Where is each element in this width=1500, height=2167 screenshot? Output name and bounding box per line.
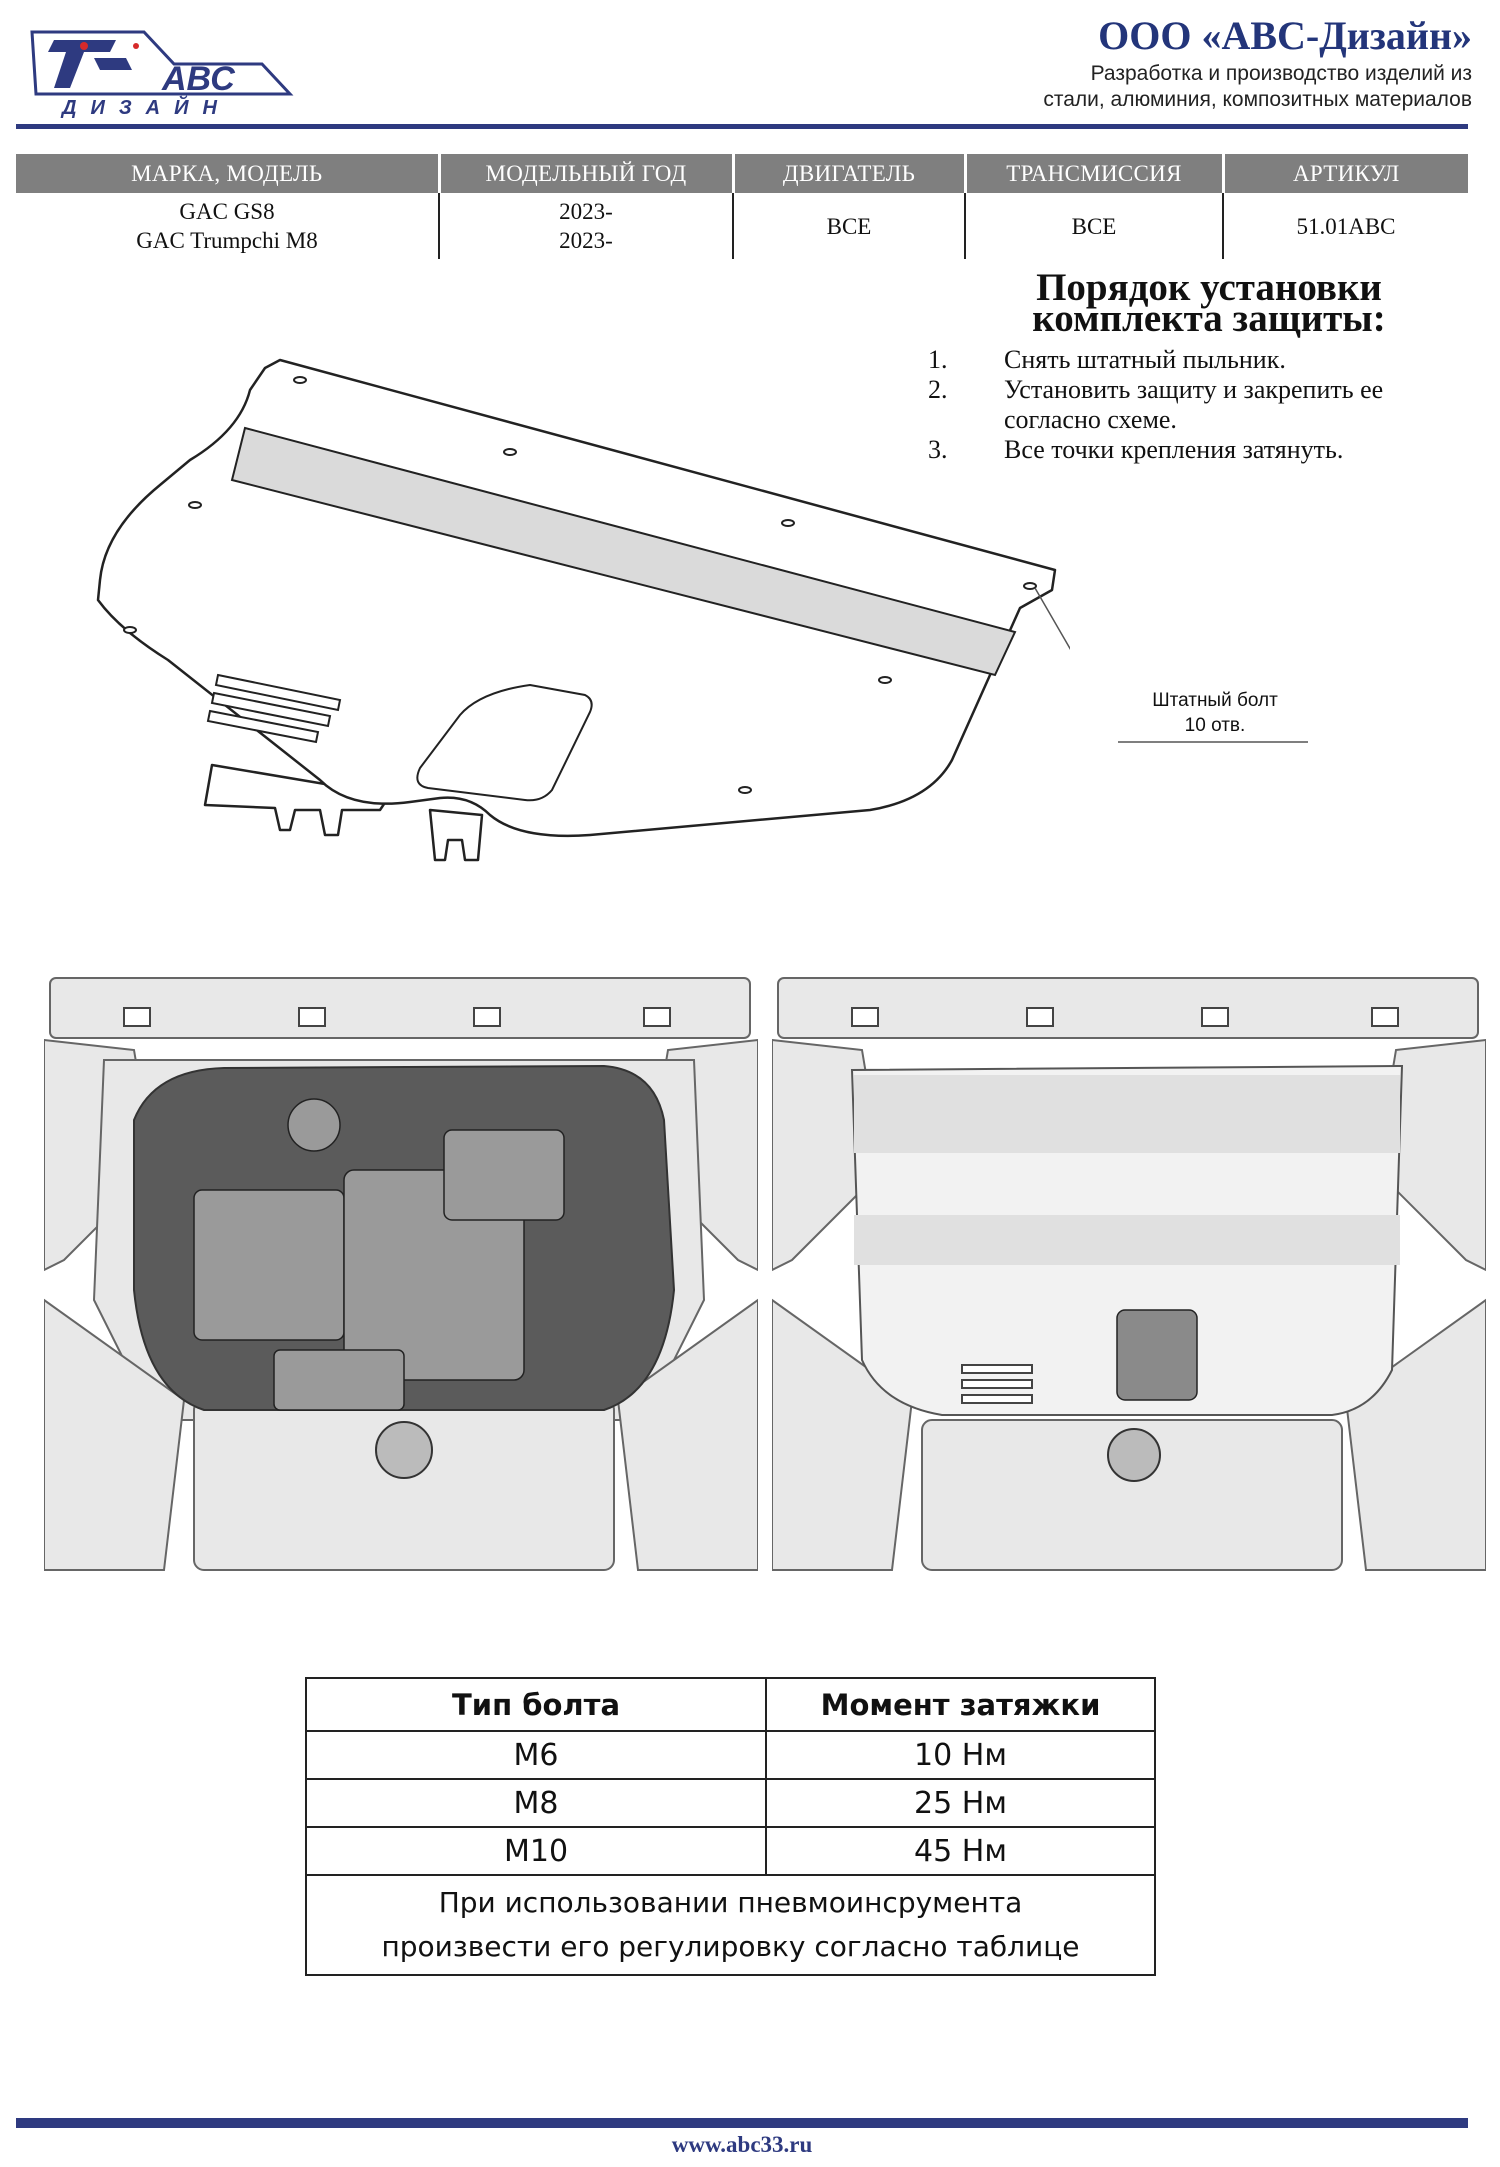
table-row: M6 10 Нм (305, 1730, 1156, 1780)
table-row: M8 25 Нм (305, 1778, 1156, 1828)
step-number: 2. (928, 375, 948, 404)
instructions-title: Порядок установки комплекта защиты: (1004, 266, 1414, 340)
callout-line2: 10 отв. (1184, 715, 1246, 736)
vehicle-spec-table: МАРКА, МОДЕЛЬ МОДЕЛЬНЫЙ ГОД ДВИГАТЕЛЬ ТР… (16, 154, 1468, 259)
instructions-title-line2: комплекта защиты: (1032, 297, 1386, 340)
step-number: 3. (928, 435, 948, 464)
callout-line1: Штатный болт (1152, 690, 1278, 711)
instruction-step: 2. Установить защиту и закрепить ее согл… (920, 375, 1460, 435)
header-transmission: ТРАНСМИССИЯ (965, 154, 1225, 193)
spec-table-row: GAC GS8 GAC Trumpchi M8 2023- 2023- ВСЕ … (16, 193, 1468, 259)
year-line1: 2023- (559, 199, 613, 224)
model-line2: GAC Trumpchi M8 (136, 228, 318, 253)
cell-model-year: 2023- 2023- (439, 193, 734, 259)
torque-note: При использовании пневмоинсрумента произ… (305, 1874, 1156, 1976)
step-text: Снять штатный пыльник. (1004, 345, 1286, 374)
bolt-type-cell: M8 (305, 1778, 767, 1828)
header-bolt-type: Тип болта (305, 1677, 767, 1732)
instructions-list: 1. Снять штатный пыльник. 2. Установить … (920, 345, 1460, 465)
header-article: АРТИКУЛ (1223, 154, 1468, 193)
cell-engine: ВСЕ (733, 193, 966, 259)
torque-note-line2: произвести его регулировку согласно табл… (381, 1930, 1080, 1963)
instruction-step: 1. Снять штатный пыльник. (920, 345, 1460, 375)
table-row: M10 45 Нм (305, 1826, 1156, 1876)
header-divider (16, 124, 1468, 129)
step-text: Все точки крепления затянуть. (1004, 435, 1344, 464)
bolt-type-cell: M6 (305, 1730, 767, 1780)
bolt-callout: Штатный болт 10 отв. (1135, 688, 1295, 738)
spec-table-header-row: МАРКА, МОДЕЛЬ МОДЕЛЬНЫЙ ГОД ДВИГАТЕЛЬ ТР… (16, 154, 1468, 193)
torque-table-header-row: Тип болта Момент затяжки (305, 1677, 1156, 1732)
torque-cell: 45 Нм (765, 1826, 1156, 1876)
website-link[interactable]: www.abc33.ru (671, 2132, 813, 2157)
step-number: 1. (928, 345, 948, 374)
torque-note-row: При использовании пневмоинсрумента произ… (305, 1874, 1156, 1976)
company-name: ООО «АВС-Дизайн» (1098, 13, 1472, 58)
header-model-year: МОДЕЛЬНЫЙ ГОД (439, 154, 735, 193)
company-description-line2: стали, алюминия, композитных материалов (1043, 88, 1472, 111)
cell-transmission: ВСЕ (965, 193, 1224, 259)
model-line1: GAC GS8 (179, 199, 275, 224)
instruction-step: 3. Все точки крепления затянуть. (920, 435, 1460, 465)
logo-subtext: ДИЗАЙН (60, 95, 231, 118)
callout-underline (1118, 741, 1308, 743)
step-text: Установить защиту и закрепить ее согласн… (1004, 375, 1384, 434)
torque-cell: 10 Нм (765, 1730, 1156, 1780)
year-line2: 2023- (559, 228, 613, 253)
cell-model: GAC GS8 GAC Trumpchi M8 (16, 193, 440, 259)
logo-text: АВС (161, 60, 235, 98)
header-torque: Момент затяжки (765, 1677, 1156, 1732)
header-model: МАРКА, МОДЕЛЬ (16, 154, 441, 193)
torque-table: Тип болта Момент затяжки M6 10 Нм M8 25 … (305, 1677, 1156, 1976)
underbody-after-image (771, 970, 1487, 1592)
torque-cell: 25 Нм (765, 1778, 1156, 1828)
cell-article: 51.01ABC (1296, 213, 1396, 239)
header-engine: ДВИГАТЕЛЬ (733, 154, 967, 193)
footer-divider (16, 2118, 1468, 2128)
instructions-title-line1: Порядок установки (1036, 266, 1382, 309)
torque-note-line1: При использовании пневмоинсрумента (438, 1886, 1023, 1919)
underbody-before-image (43, 970, 759, 1592)
skid-plate-diagram (90, 340, 1121, 900)
bolt-type-cell: M10 (305, 1826, 767, 1876)
company-logo: АВС ДИЗАЙН (24, 18, 304, 119)
company-description-line1: Разработка и производство изделий из (1090, 62, 1472, 85)
